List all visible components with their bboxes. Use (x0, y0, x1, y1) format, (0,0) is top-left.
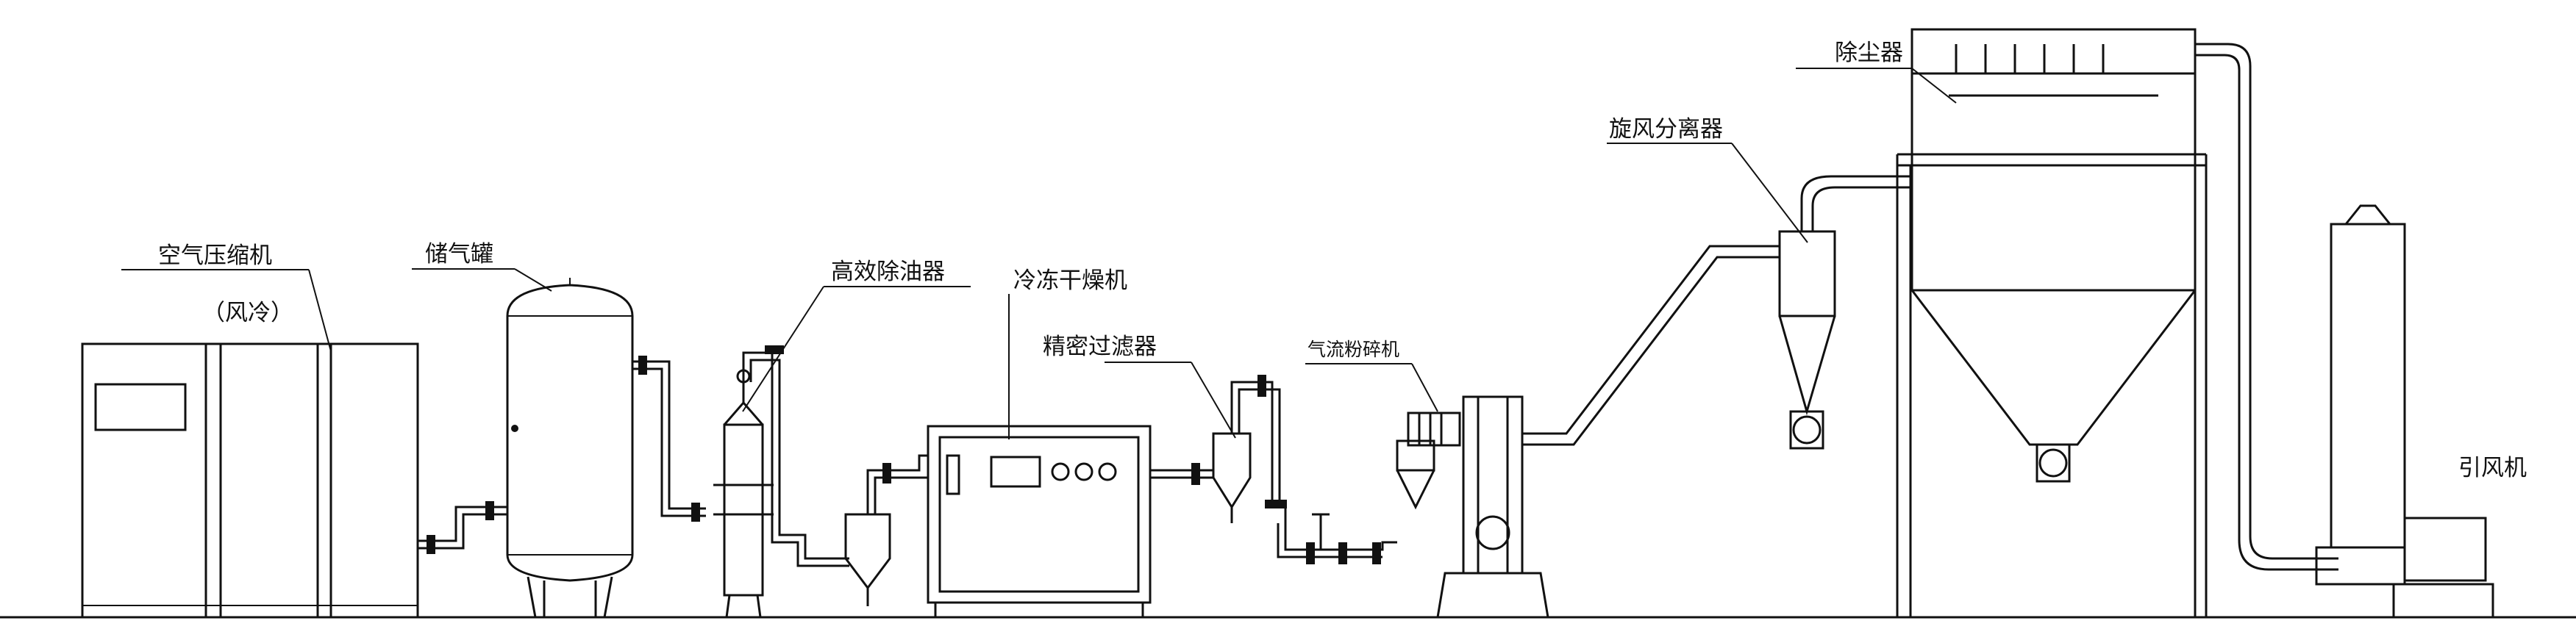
label-dust-collector: 除尘器 (1796, 40, 1957, 104)
label-jet-mill: 气流粉碎机 (1305, 339, 1438, 412)
oil-remover-label: 高效除油器 (831, 259, 945, 285)
pipe-compressor-tank (418, 501, 507, 554)
air-tank-label: 储气罐 (425, 241, 493, 267)
label-air-tank: 储气罐 (412, 241, 552, 292)
label-cyclone: 旋风分离器 (1607, 116, 1808, 243)
air-cooled-label: （风冷） (202, 300, 293, 326)
air-tank (506, 278, 634, 618)
label-precision-filter: 精密过滤器 (1043, 334, 1236, 439)
filter-1 (844, 454, 928, 606)
jet-mill-label: 气流粉碎机 (1307, 339, 1399, 360)
cyclone-label: 旋风分离器 (1609, 116, 1723, 143)
oil-remover (713, 345, 849, 618)
air-compressor-label: 空气压缩机 (158, 242, 272, 269)
label-freeze-dryer: 冷冻干燥机 (1008, 267, 1127, 439)
cyclone-separator (1778, 175, 1912, 450)
precision-filter (1212, 375, 1287, 529)
freeze-dryer (927, 425, 1152, 617)
freeze-dryer-label: 冷冻干燥机 (1013, 267, 1127, 294)
induced-draft-fan (2315, 204, 2494, 619)
air-compressor (81, 342, 419, 619)
label-oil-remover: 高效除油器 (742, 259, 971, 412)
precision-filter-label: 精密过滤器 (1043, 334, 1157, 360)
label-induced-fan: 引风机 (2458, 455, 2527, 481)
dust-collector (1896, 28, 2338, 617)
pipe-mill-cyclone (1522, 245, 1780, 446)
pipe-tank-oilremover (632, 356, 706, 522)
pipe-dryer-filter (1150, 463, 1213, 485)
pipe-filter-mill (1277, 513, 1397, 564)
label-air-compressor: 空气压缩机 （风冷） (121, 242, 332, 352)
induced-fan-label: 引风机 (2458, 455, 2527, 481)
dust-collector-label: 除尘器 (1835, 40, 1903, 66)
jet-mill (1396, 395, 1552, 619)
